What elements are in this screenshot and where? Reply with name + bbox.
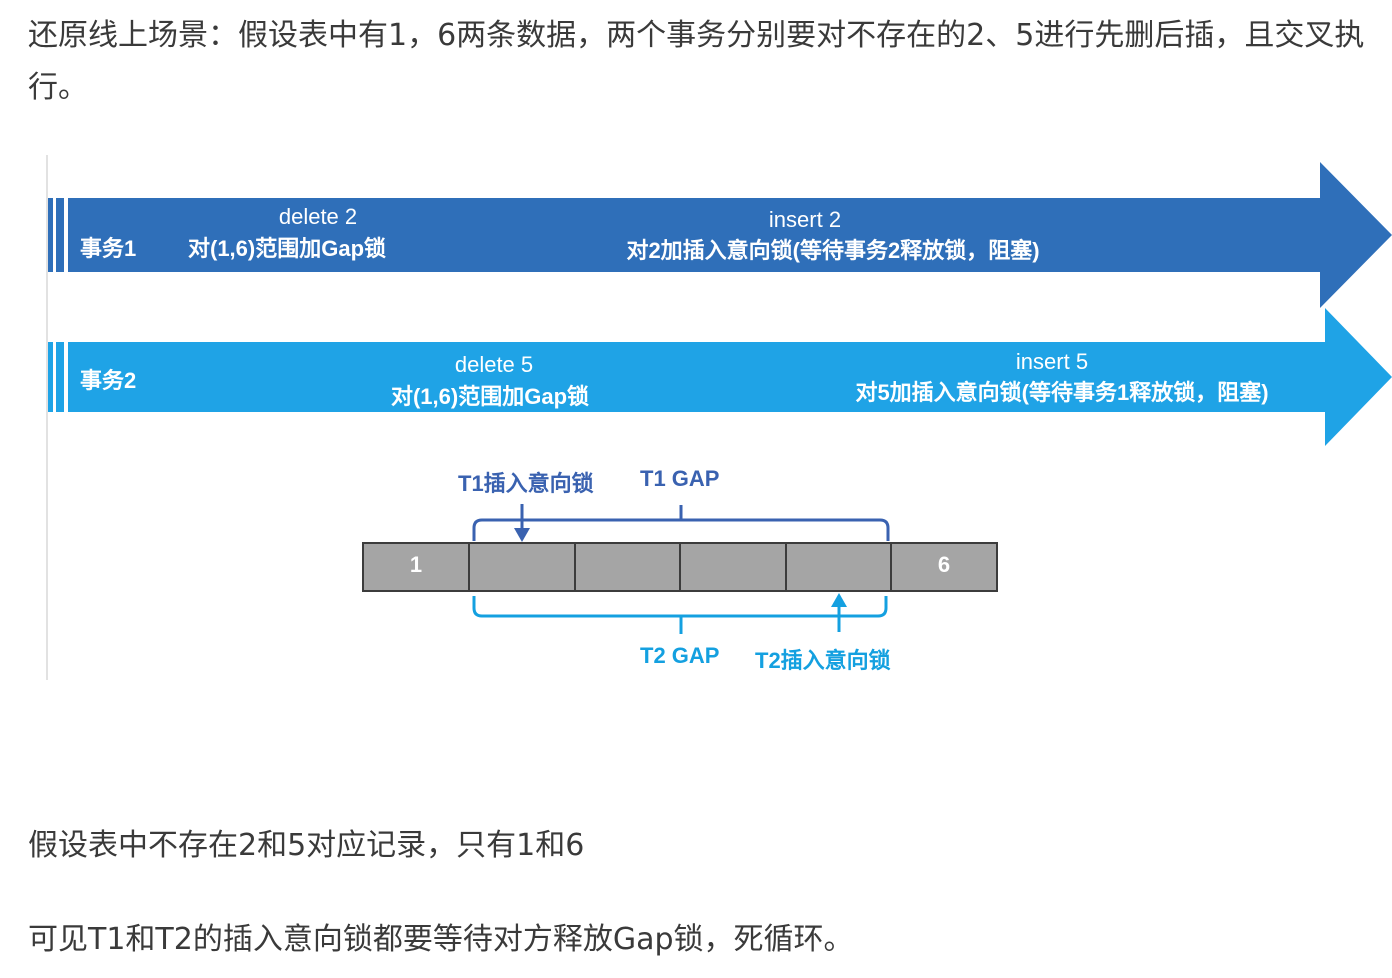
record-cell-1 (362, 542, 470, 592)
tx2-label: 事务2 (80, 368, 137, 393)
t1-gap-bracket (472, 505, 890, 541)
tx1-step2-title: insert 2 (768, 207, 842, 232)
tx1-step2-desc: 对2加插入意向锁(等待事务2释放锁，阻塞) (626, 238, 1040, 263)
t1-intent-lock-label: T1插入意向锁 (458, 471, 594, 496)
gap-cell-5 (785, 542, 892, 592)
tx1-step1-title: delete 2 (278, 204, 358, 229)
tx2-step1-desc: 对(1,6)范围加Gap锁 (390, 384, 590, 409)
tx2-step1-title: delete 5 (454, 352, 534, 377)
t2-intent-lock-label: T2插入意向锁 (755, 648, 891, 673)
tx2-step2-title: insert 5 (1015, 349, 1089, 374)
gap-cell-2 (468, 542, 576, 592)
note-paragraph-1: 假设表中不存在2和5对应记录，只有1和6 (28, 828, 585, 863)
diagram-canvas (46, 155, 1392, 680)
intro-paragraph: 还原线上场景：假设表中有1，6两条数据，两个事务分别要对不存在的2、5进行先删后… (28, 18, 1365, 105)
tx2-arrow (48, 308, 1392, 446)
t2-gap-bracket (472, 596, 888, 634)
record-cells (362, 542, 998, 592)
deadlock-diagram: 事务1 delete 2 对(1,6)范围加Gap锁 insert 2 对2加插… (0, 150, 1392, 690)
record-value-right: 6 (937, 552, 951, 577)
tx2-step2-desc: 对5加插入意向锁(等待事务1释放锁，阻塞) (855, 380, 1269, 405)
record-cell-6 (890, 542, 998, 592)
t2-gap-label: T2 GAP (640, 643, 720, 668)
t2-intent-arrow (831, 593, 847, 632)
gap-cell-3 (574, 542, 681, 592)
t1-intent-arrow (514, 504, 530, 542)
tx1-label: 事务1 (80, 236, 137, 261)
tx1-arrow (48, 162, 1392, 308)
t1-gap-label: T1 GAP (640, 466, 720, 491)
note-paragraph-2: 可见T1和T2的插入意向锁都要等待对方释放Gap锁，死循环。 (28, 922, 854, 957)
tx1-step1-desc: 对(1,6)范围加Gap锁 (188, 236, 387, 261)
record-value-left: 1 (409, 552, 423, 577)
gap-cell-4 (679, 542, 787, 592)
